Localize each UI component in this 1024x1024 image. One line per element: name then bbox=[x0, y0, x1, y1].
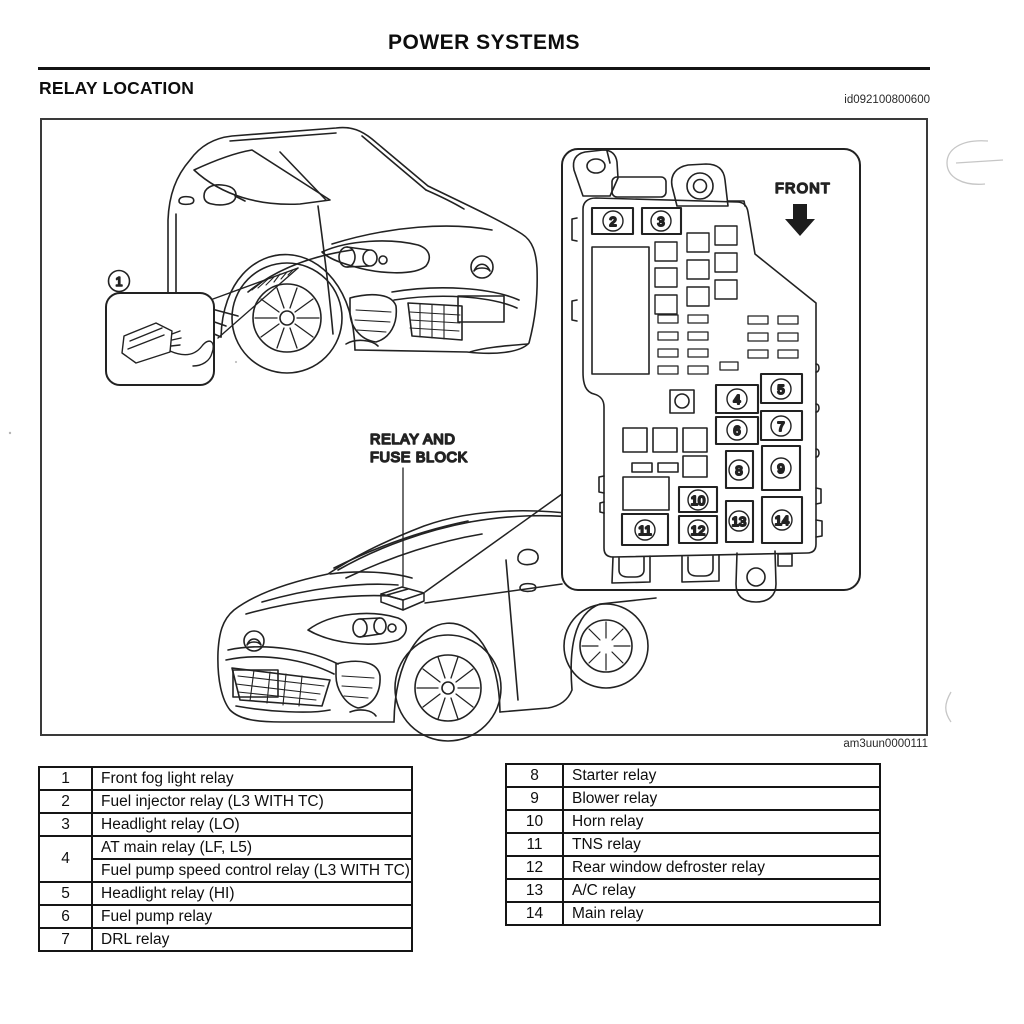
relay-name-cell: Rear window defroster relay bbox=[562, 855, 881, 880]
relay-name-cell: Headlight relay (LO) bbox=[91, 812, 413, 837]
table-row: 9 Blower relay bbox=[505, 786, 881, 811]
relay-number-cell: 10 bbox=[505, 809, 564, 834]
table-row: 14 Main relay bbox=[505, 901, 881, 926]
section-title: RELAY LOCATION bbox=[39, 78, 195, 98]
table-row: 5 Headlight relay (HI) bbox=[38, 881, 413, 906]
relay-table-left: 1 Front fog light relay 2 Fuel injector … bbox=[38, 766, 413, 952]
diagram-frame bbox=[40, 118, 928, 736]
relay-name-cell: Horn relay bbox=[562, 809, 881, 834]
relay-name-cell: Fuel pump speed control relay (L3 WITH T… bbox=[91, 858, 413, 883]
table-row: 3 Headlight relay (LO) bbox=[38, 812, 413, 837]
relay-number-cell: 2 bbox=[38, 789, 93, 814]
table-row: 13 A/C relay bbox=[505, 878, 881, 903]
relay-number-cell: 4 bbox=[38, 835, 93, 883]
figure-id: am3uun0000111 bbox=[843, 738, 928, 750]
relay-table-right: 8 Starter relay 9 Blower relay 10 Horn r… bbox=[505, 763, 881, 926]
relay-number-cell: 11 bbox=[505, 832, 564, 857]
table-row: 2 Fuel injector relay (L3 WITH TC) bbox=[38, 789, 413, 814]
document-id: id092100800600 bbox=[844, 94, 930, 106]
relay-number-cell: 5 bbox=[38, 881, 93, 906]
relay-number-cell: 7 bbox=[38, 927, 93, 952]
table-row: Fuel pump speed control relay (L3 WITH T… bbox=[39, 858, 413, 883]
relay-number-cell: 9 bbox=[505, 786, 564, 811]
table-row: 11 TNS relay bbox=[505, 832, 881, 857]
table-row: 1 Front fog light relay bbox=[38, 766, 413, 791]
relay-name-cell: DRL relay bbox=[91, 927, 413, 952]
relay-number-cell: 6 bbox=[38, 904, 93, 929]
relay-name-cell: Main relay bbox=[562, 901, 881, 926]
relay-name-cell: Fuel pump relay bbox=[91, 904, 413, 929]
relay-number-cell: 3 bbox=[38, 812, 93, 837]
relay-name-cell: Starter relay bbox=[562, 763, 881, 788]
relay-name-cell: Fuel injector relay (L3 WITH TC) bbox=[91, 789, 413, 814]
table-row: 6 Fuel pump relay bbox=[38, 904, 413, 929]
relay-name-cell: A/C relay bbox=[562, 878, 881, 903]
relay-name-cell: TNS relay bbox=[562, 832, 881, 857]
relay-number-cell: 13 bbox=[505, 878, 564, 903]
table-row: 7 DRL relay bbox=[38, 927, 413, 952]
relay-name-cell: Headlight relay (HI) bbox=[91, 881, 413, 906]
table-row: 4 AT main relay (LF, L5) bbox=[38, 835, 413, 883]
title-rule bbox=[38, 67, 930, 70]
relay-number-cell: 8 bbox=[505, 763, 564, 788]
relay-name-cell: AT main relay (LF, L5) bbox=[91, 835, 413, 860]
relay-name-cell: Blower relay bbox=[562, 786, 881, 811]
relay-number-cell: 12 bbox=[505, 855, 564, 880]
table-row: 10 Horn relay bbox=[505, 809, 881, 834]
page-title: POWER SYSTEMS bbox=[387, 31, 581, 54]
relay-name-cell: Front fog light relay bbox=[91, 766, 413, 791]
table-row: 12 Rear window defroster relay bbox=[505, 855, 881, 880]
table-row: 8 Starter relay bbox=[505, 763, 881, 788]
relay-number-cell: 14 bbox=[505, 901, 564, 926]
relay-number-cell: 1 bbox=[38, 766, 93, 791]
